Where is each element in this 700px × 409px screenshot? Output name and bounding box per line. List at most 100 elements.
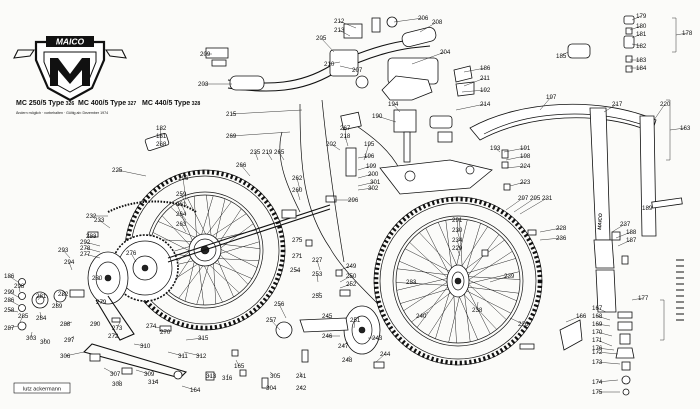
callout-leader [68, 261, 73, 271]
callout-leader [133, 343, 146, 347]
callout-leader [357, 173, 374, 179]
callout-leader [357, 155, 370, 159]
callout-leader [342, 341, 349, 347]
callout-leader [254, 151, 259, 161]
callout-number: 164 [190, 387, 201, 394]
callout-number: 243 [372, 335, 383, 342]
callout-number: 179 [636, 13, 647, 20]
callout-leader [330, 143, 341, 151]
callout-leader [456, 247, 461, 257]
callout-number: 190 [372, 113, 383, 120]
callout-number: 270 [160, 329, 171, 336]
callout-leader [100, 299, 105, 303]
callout-number: 288 [60, 321, 71, 328]
callout-leader [596, 315, 611, 321]
callout-number: 285 [18, 313, 29, 320]
callout-leader [455, 103, 486, 111]
callout-leader [328, 61, 341, 65]
callout-leader [611, 223, 626, 233]
callout-number: 248 [342, 357, 353, 364]
callout-number: 301 [370, 179, 381, 186]
callout-leader [112, 333, 117, 337]
callout-leader [8, 309, 19, 313]
callout-leader [456, 239, 461, 251]
callout-number: 176 [592, 345, 603, 352]
callout-leader [270, 319, 281, 331]
callout-leader [596, 307, 607, 313]
callout-leader [339, 65, 358, 71]
callout-number: 283 [86, 233, 97, 240]
callout-number: 268 [156, 141, 167, 148]
callout-leader [653, 103, 666, 121]
callout-leader [19, 315, 24, 323]
fork-leg-right [639, 115, 683, 237]
callout-number: 210 [324, 61, 335, 68]
callout-number: 189 [642, 205, 653, 212]
callout-leader [505, 197, 524, 211]
callout-leader [180, 213, 187, 221]
callout-number: 226 [518, 321, 529, 328]
callout-number: 224 [520, 163, 531, 170]
callout-number: 259 [176, 191, 187, 198]
callout-number: 174 [592, 379, 603, 386]
callout-leader [316, 291, 321, 297]
callout-number: 290 [90, 321, 101, 328]
callout-number: 198 [520, 153, 531, 160]
callout-number: 217 [612, 101, 623, 108]
callout-number: 175 [592, 389, 603, 396]
callout-number: 161 [156, 133, 167, 140]
rear-brake-plate [87, 251, 135, 341]
model-3-name: MC 440/5 Type [142, 100, 190, 107]
callout-number: 303 [26, 335, 37, 342]
callout-number: 240 [416, 313, 427, 320]
callout-number: 183 [636, 57, 647, 64]
callout-leader [103, 367, 116, 375]
model-1-type: 326 [66, 101, 75, 107]
callout-leader [180, 223, 187, 233]
callout-number: 188 [626, 229, 637, 236]
callout-leader [456, 229, 461, 241]
callout-leader [8, 291, 21, 299]
callout-number: 279 [96, 299, 107, 306]
callout-number: 312 [196, 353, 207, 360]
callout-leader [294, 269, 301, 273]
callout-number: 311 [178, 353, 188, 360]
brake-pedal [82, 343, 188, 380]
callout-number: 171 [592, 337, 603, 344]
callout-number: 212 [334, 18, 345, 25]
callout-number: 298 [14, 283, 25, 290]
callout-number: 169 [592, 321, 603, 328]
rear-sprocket [111, 234, 179, 302]
callout-number: 170 [592, 329, 603, 336]
callout-number: 239 [504, 273, 515, 280]
callout-leader [346, 355, 351, 361]
callout-number: 273 [112, 325, 123, 332]
callout-number: 264 [176, 211, 187, 218]
callout-number: 313 [206, 373, 217, 380]
callout-leader [596, 347, 615, 351]
callout-leader [376, 115, 397, 123]
callout-number: 238 [472, 307, 483, 314]
chain [107, 200, 197, 213]
callout-leader [617, 239, 632, 247]
callout-number: 219 [262, 149, 273, 156]
callout-leader [159, 329, 166, 333]
callout-leader [64, 321, 73, 325]
callout-number: 168 [592, 313, 603, 320]
callout-number: 228 [556, 225, 567, 232]
callout-leader [596, 361, 621, 365]
callout-leader [326, 315, 331, 319]
callout-leader [509, 317, 524, 325]
callout-number: 267 [340, 125, 351, 132]
fine-print: Ändern möglich · vorbehalten · Gültig ab… [16, 111, 108, 115]
callout-leader [603, 103, 618, 113]
callout-number: 166 [576, 313, 587, 320]
callout-leader [299, 385, 302, 389]
callout-leader [596, 339, 613, 347]
callout-leader [278, 303, 287, 319]
callout-leader [539, 96, 552, 111]
callout-number: 250 [346, 273, 357, 280]
callout-number: 253 [312, 271, 323, 278]
callout-number: 310 [140, 343, 151, 350]
